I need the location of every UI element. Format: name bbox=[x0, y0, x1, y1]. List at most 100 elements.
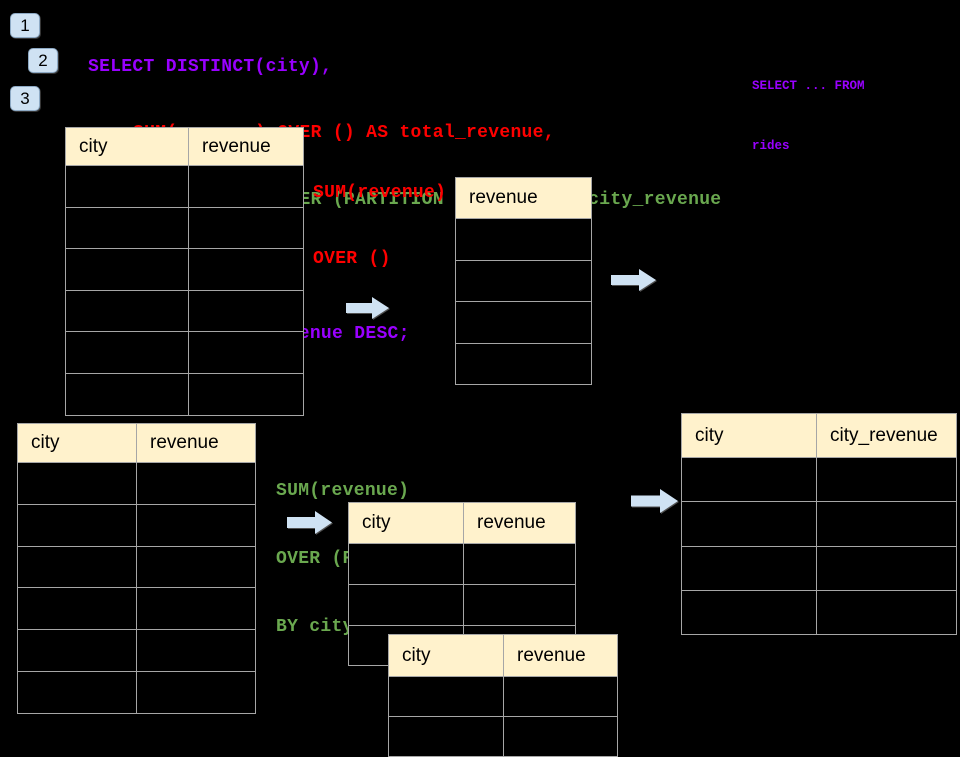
table-cell bbox=[816, 456, 957, 503]
table-cell bbox=[65, 206, 189, 250]
table-row bbox=[455, 301, 592, 344]
table-cell bbox=[188, 248, 304, 291]
table-cell bbox=[136, 670, 256, 714]
table-cell bbox=[188, 331, 304, 374]
flow-arrow-icon bbox=[631, 489, 678, 513]
table-cell bbox=[65, 289, 189, 333]
table-cell bbox=[463, 583, 576, 626]
table-row bbox=[65, 331, 304, 374]
table-cell bbox=[17, 462, 137, 505]
column-header-city-revenue: city_revenue bbox=[816, 413, 957, 458]
table-cell bbox=[136, 503, 256, 547]
source-table-top: city revenue bbox=[65, 127, 304, 416]
table-row bbox=[65, 372, 304, 416]
table-row bbox=[17, 503, 256, 547]
column-header-revenue: revenue bbox=[188, 127, 304, 166]
table-cell bbox=[17, 629, 137, 672]
table-header-row: city revenue bbox=[388, 634, 618, 677]
side-note-line: rides bbox=[752, 139, 790, 153]
table-cell bbox=[455, 218, 592, 261]
table-row bbox=[17, 629, 256, 672]
column-header-city: city bbox=[348, 502, 464, 544]
table-cell bbox=[348, 543, 464, 585]
table-cell bbox=[17, 587, 137, 631]
partition-table-overlap: city revenue bbox=[388, 634, 618, 757]
table-cell bbox=[388, 716, 504, 757]
table-cell bbox=[136, 545, 256, 589]
table-row bbox=[17, 587, 256, 631]
table-cell bbox=[503, 676, 618, 717]
table-cell bbox=[65, 165, 189, 208]
column-header-city: city bbox=[681, 413, 817, 458]
slide-canvas: { "colors": { "background": "#000000", "… bbox=[10, 13, 957, 757]
label-line: SUM(revenue) bbox=[313, 183, 447, 203]
table-cell bbox=[136, 629, 256, 672]
table-cell bbox=[65, 248, 189, 291]
table-row bbox=[17, 462, 256, 505]
table-cell bbox=[348, 583, 464, 626]
step-badge-3: 3 bbox=[10, 86, 40, 111]
table-header-row: city city_revenue bbox=[681, 413, 957, 458]
table-cell bbox=[17, 545, 137, 589]
table-cell bbox=[455, 342, 592, 385]
table-cell bbox=[681, 501, 817, 547]
step-badge-1: 1 bbox=[10, 13, 40, 38]
table-row bbox=[65, 165, 304, 208]
table-row bbox=[17, 545, 256, 589]
label-line: OVER () bbox=[313, 249, 391, 269]
column-header-city: city bbox=[388, 634, 504, 677]
table-row bbox=[681, 545, 957, 591]
table-row bbox=[348, 583, 576, 626]
table-row bbox=[348, 543, 576, 585]
table-row bbox=[388, 676, 618, 717]
column-header-revenue: revenue bbox=[463, 502, 576, 544]
table-cell bbox=[388, 676, 504, 717]
table-row bbox=[65, 289, 304, 333]
table-row bbox=[65, 248, 304, 291]
label-line: SUM(revenue) bbox=[276, 481, 410, 502]
table-row bbox=[17, 670, 256, 714]
table-cell bbox=[188, 206, 304, 250]
step-badge-2: 2 bbox=[28, 48, 58, 73]
table-cell bbox=[681, 456, 817, 503]
table-header-row: city revenue bbox=[65, 127, 304, 166]
column-header-revenue: revenue bbox=[455, 177, 592, 219]
table-cell bbox=[136, 462, 256, 505]
column-header-city: city bbox=[65, 127, 189, 166]
flow-arrow-icon bbox=[611, 269, 656, 291]
table-cell bbox=[681, 589, 817, 636]
table-row bbox=[455, 342, 592, 385]
table-row bbox=[681, 456, 957, 503]
table-cell bbox=[65, 372, 189, 416]
table-cell bbox=[681, 545, 817, 591]
column-header-revenue: revenue bbox=[136, 423, 256, 463]
table-row bbox=[681, 589, 957, 636]
column-header-revenue: revenue bbox=[503, 634, 618, 677]
table-cell bbox=[816, 501, 957, 547]
table-cell bbox=[816, 589, 957, 636]
table-header-row: city revenue bbox=[348, 502, 576, 544]
sql-line-select: SELECT DISTINCT(city), bbox=[88, 56, 333, 77]
table-cell bbox=[17, 670, 137, 714]
table-cell bbox=[455, 259, 592, 302]
table-row bbox=[388, 716, 618, 757]
sql-side-note: SELECT ... FROM rides bbox=[752, 36, 865, 176]
table-cell bbox=[136, 587, 256, 631]
table-row bbox=[455, 218, 592, 261]
table-row bbox=[65, 206, 304, 250]
table-cell bbox=[463, 543, 576, 585]
table-cell bbox=[188, 372, 304, 416]
table-cell bbox=[503, 716, 618, 757]
table-cell bbox=[455, 301, 592, 344]
side-note-line: SELECT ... FROM bbox=[752, 79, 865, 93]
source-table-bottom: city revenue bbox=[17, 423, 256, 714]
total-revenue-table: revenue bbox=[455, 177, 592, 385]
flow-arrow-icon bbox=[346, 297, 389, 319]
table-cell bbox=[188, 289, 304, 333]
table-header-row: city revenue bbox=[17, 423, 256, 463]
column-header-city: city bbox=[17, 423, 137, 463]
city-revenue-result-table: city city_revenue bbox=[681, 413, 957, 636]
table-cell bbox=[65, 331, 189, 374]
table-cell bbox=[188, 165, 304, 208]
table-header-row: revenue bbox=[455, 177, 592, 219]
